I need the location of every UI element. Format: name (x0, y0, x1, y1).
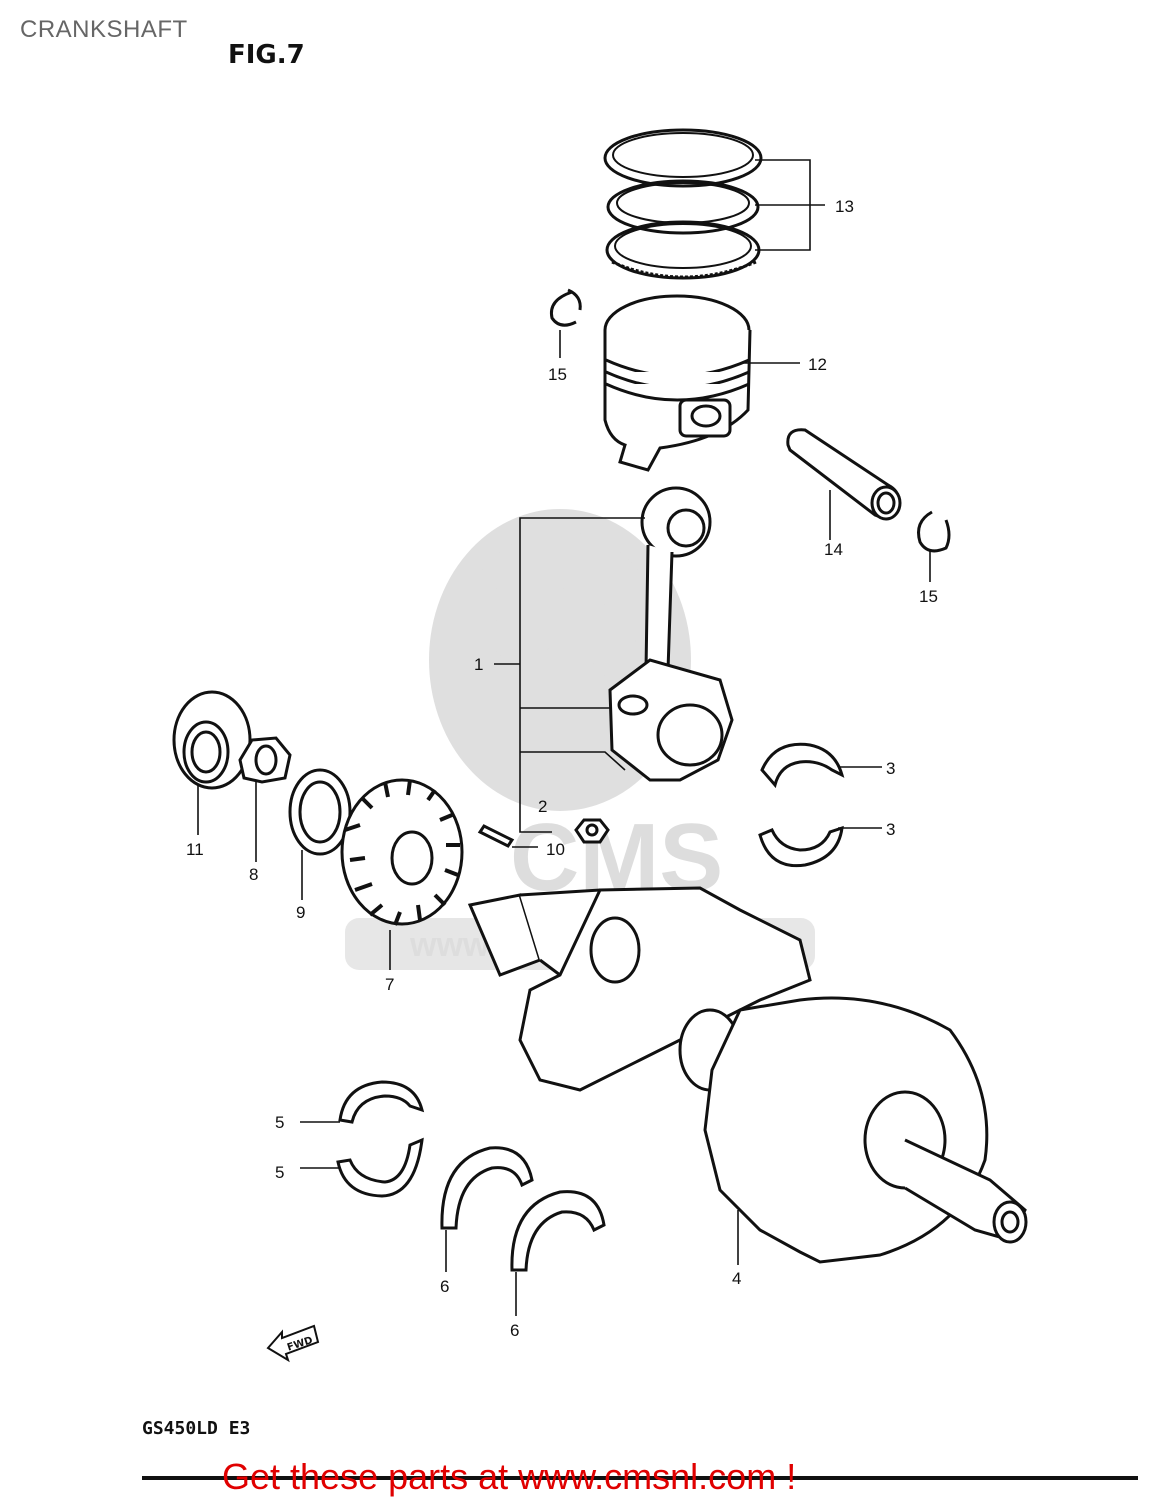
callout-8: 8 (249, 865, 258, 884)
primary-drive-gear-part[interactable] (340, 778, 464, 926)
conrod-bearing-upper-part[interactable] (760, 742, 845, 789)
callout-10: 10 (546, 840, 565, 859)
get-parts-link[interactable]: Get these parts at www.cmsnl.com ! (222, 1456, 797, 1497)
callout-9: 9 (296, 903, 305, 922)
callout-5-lower: 5 (275, 1163, 284, 1182)
callout-4: 4 (732, 1269, 741, 1288)
callout-6-right: 6 (510, 1321, 519, 1340)
conrod-bearing-lower-part[interactable] (758, 825, 844, 868)
piston-part[interactable] (603, 294, 752, 472)
thrust-washer-right-part[interactable] (510, 1190, 606, 1272)
callout-15-right: 15 (919, 587, 938, 606)
callout-labels: 13 12 15 14 15 1 3 2 3 10 11 8 9 7 5 5 4… (186, 197, 938, 1340)
callout-6-left: 6 (440, 1277, 449, 1296)
callout-3-lower: 3 (886, 820, 895, 839)
crankshaft-part[interactable] (467, 886, 1028, 1264)
callout-1: 1 (474, 655, 483, 674)
oil-seal-part[interactable] (172, 690, 252, 790)
callout-15-top: 15 (548, 365, 567, 384)
conrod-nut-part[interactable] (574, 818, 610, 844)
callout-14: 14 (824, 540, 843, 559)
callout-11: 11 (186, 840, 204, 859)
crank-nut-part[interactable] (238, 736, 292, 784)
model-code: GS450LD E3 (142, 1418, 251, 1439)
thrust-washer-left-part[interactable] (440, 1146, 534, 1230)
washer-part[interactable] (288, 768, 352, 856)
circlip-top-part[interactable] (549, 288, 582, 327)
figure-number: FIG.7 (228, 40, 305, 70)
connecting-rod-part[interactable] (608, 486, 734, 782)
forward-arrow-icon: FWD (266, 1324, 320, 1363)
callout-3-upper: 3 (886, 759, 895, 778)
callout-13: 13 (835, 197, 854, 216)
page-title: CRANKSHAFT (20, 16, 188, 43)
callout-7: 7 (385, 975, 394, 994)
piston-rings-part[interactable] (603, 128, 763, 280)
circlip-right-part[interactable] (917, 510, 951, 553)
key-part[interactable] (477, 824, 515, 848)
piston-pin-part[interactable] (786, 428, 902, 521)
callout-5-upper: 5 (275, 1113, 284, 1132)
leader-lines (197, 159, 931, 1316)
crank-bearing-lower-part[interactable] (336, 1137, 424, 1198)
callout-12: 12 (808, 355, 827, 374)
crank-bearing-upper-part[interactable] (338, 1080, 425, 1124)
footer-rule (142, 1476, 1138, 1480)
callout-2: 2 (538, 797, 547, 816)
